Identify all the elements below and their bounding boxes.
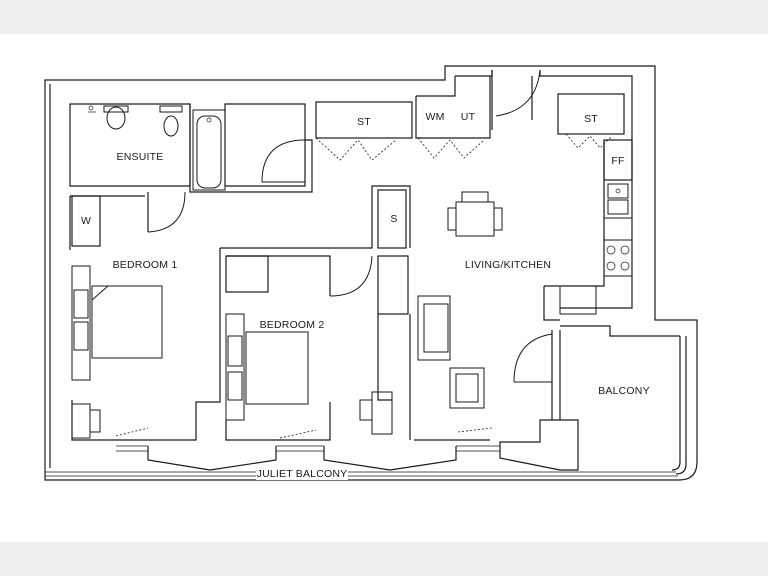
bedroom-1-bed xyxy=(91,285,163,359)
store-1-label: ST xyxy=(357,116,371,128)
sofa xyxy=(417,295,451,361)
bedroom-2-label: BEDROOM 2 xyxy=(260,319,325,331)
ensuite: ENSUITE xyxy=(69,103,226,193)
toilet-cistern xyxy=(159,105,183,113)
dining-chair xyxy=(493,207,503,231)
kitchen-base-unit xyxy=(559,285,597,315)
bedroom-2-door-swing xyxy=(329,255,373,297)
bedroom-1-door-swing xyxy=(147,191,186,233)
living-kitchen-label: LIVING/KITCHEN xyxy=(465,259,551,271)
desk-chair xyxy=(359,399,373,421)
desk-chair xyxy=(89,409,101,433)
fridge-freezer-label: FF xyxy=(611,155,624,167)
armchair xyxy=(449,367,485,409)
shower-area xyxy=(224,103,313,193)
bedroom-2-store xyxy=(377,255,409,315)
outer-walls xyxy=(44,65,698,481)
bedroom-2: S BEDROOM 2 xyxy=(220,185,411,441)
balcony-door: BALCONY xyxy=(513,325,680,420)
pillow xyxy=(73,321,89,351)
dining-chair xyxy=(447,207,457,231)
wardrobe-label: W xyxy=(81,215,91,227)
wardrobe xyxy=(71,195,101,247)
storage-cupboard xyxy=(377,189,407,249)
bathtub-basin xyxy=(196,115,222,189)
storage-label: S xyxy=(390,213,397,225)
ensuite-label: ENSUITE xyxy=(117,151,164,163)
kitchen-units: FF xyxy=(543,139,633,321)
store-2 xyxy=(557,93,625,135)
hall-stores: ST WM UT xyxy=(315,76,491,161)
store-1 xyxy=(315,101,413,139)
sofa-seat xyxy=(423,303,449,353)
juliet-balcony: JULIET BALCONY xyxy=(45,419,678,480)
utility-label: UT xyxy=(461,111,476,123)
bedroom-1-label: BEDROOM 1 xyxy=(113,259,178,271)
bedroom-2-wardrobe xyxy=(225,255,269,293)
dining-table xyxy=(455,201,495,237)
entrance-door xyxy=(491,69,541,130)
armchair-seat xyxy=(455,373,479,403)
bedroom-2-bed xyxy=(245,331,309,405)
entrance-door-swing xyxy=(495,69,541,117)
basin-counter xyxy=(103,105,129,113)
dining-chair xyxy=(461,191,489,203)
pillow xyxy=(73,289,89,319)
pillow xyxy=(227,335,243,367)
store-2-label: ST xyxy=(584,113,598,125)
washing-machine-label: WM xyxy=(425,111,444,123)
pillow xyxy=(227,371,243,401)
bedroom-1: W BEDROOM 1 xyxy=(69,191,221,441)
bedroom-2-desk xyxy=(371,391,393,435)
living-kitchen: LIVING/KITCHEN xyxy=(414,191,551,441)
juliet-balcony-label-bg xyxy=(256,466,348,480)
basin xyxy=(106,106,126,130)
juliet-balcony-label: JULIET BALCONY xyxy=(257,468,348,480)
shower-door-swing xyxy=(261,139,306,183)
sink-bowl xyxy=(607,183,629,199)
toilet-bowl xyxy=(163,115,179,137)
bedroom-2-side-unit xyxy=(225,313,245,421)
balcony-label: BALCONY xyxy=(598,385,650,397)
hob xyxy=(603,239,633,277)
bedroom-1-side-unit xyxy=(71,265,91,381)
balcony-door-swing xyxy=(513,333,553,383)
bedroom-1-desk xyxy=(71,403,91,439)
plan-background xyxy=(0,34,768,542)
drainer xyxy=(607,199,629,215)
